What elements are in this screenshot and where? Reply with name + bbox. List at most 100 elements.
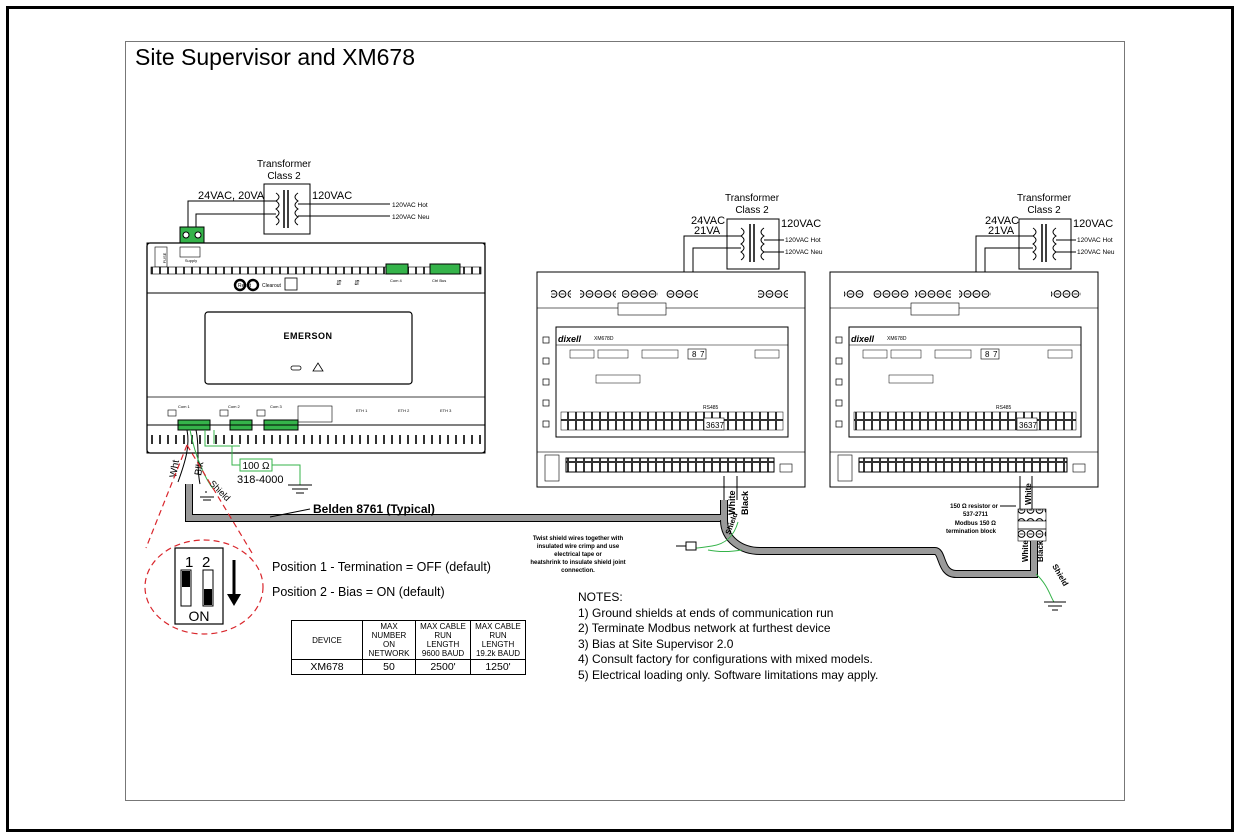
right-shield-label: Shield xyxy=(1050,563,1070,588)
transformer-mid-secondary1: 24VAC xyxy=(691,215,725,227)
controller-right-t37: 37 xyxy=(1028,421,1037,430)
note-item: 1) Ground shields at ends of communicati… xyxy=(578,605,834,620)
transformer-right: Transformer Class 2 24VAC 21VA 120VAC 12… xyxy=(975,193,1115,288)
controller-right-model: XM678D xyxy=(887,336,907,342)
page-frame xyxy=(6,6,1234,832)
transformer-right-secondary2: 21VA xyxy=(988,225,1015,237)
transformer-mid-title1: Transformer xyxy=(725,193,780,204)
position-2-text: Position 2 - Bias = ON (default) xyxy=(272,585,445,599)
transformer-mid-hot: 120VAC Hot xyxy=(785,237,821,244)
twist-note-2: insulated wire crimp and use xyxy=(537,544,620,550)
transformer-right-primary: 120VAC xyxy=(1073,218,1113,230)
transformer-main-title1: Transformer xyxy=(257,159,312,170)
note-item: 2) Terminate Modbus network at furthest … xyxy=(578,621,831,635)
transformer-main: Transformer Class 2 24VAC, 20VA 120VAC 1… xyxy=(187,159,430,235)
notes-block: NOTES: 1) Ground shields at ends of comm… xyxy=(578,590,878,683)
controller-mid-rs485: RS485 xyxy=(703,405,719,411)
term-note-3: Modbus 150 Ω xyxy=(955,521,996,527)
supervisor-com2: Com 2 xyxy=(228,404,241,409)
svg-text:ETH 1: ETH 1 xyxy=(356,408,368,413)
dip-on-label: ON xyxy=(189,608,210,624)
right-white-top: White xyxy=(1024,483,1033,505)
supervisor-com1: Com 1 xyxy=(178,404,191,409)
notes-heading: NOTES: xyxy=(578,590,623,604)
twist-note-1: Twist shield wires together with xyxy=(533,536,624,542)
term-note-2: 537-2711 xyxy=(963,512,989,518)
term-note-1: 150 Ω resistor or xyxy=(950,504,998,510)
spec-table: DEVICE MAX NUMBER ON NETWORK MAX CABLE R… xyxy=(291,620,526,675)
controller-right-t8: 8 xyxy=(985,350,990,359)
table-row: XM678 50 2500' 1250' xyxy=(291,659,526,675)
transformer-mid-neu: 120VAC Neu xyxy=(785,249,823,256)
page-title: Site Supervisor and XM678 xyxy=(135,44,415,70)
svg-text:Com 4: Com 4 xyxy=(390,278,403,283)
controller-right-rs485: RS485 xyxy=(996,405,1012,411)
transformer-main-secondary: 24VAC, 20VA xyxy=(198,190,265,202)
dip-switch-callout: 1 2 ON xyxy=(144,444,264,635)
mid-white-label: White xyxy=(727,491,737,516)
resistor-label: 100 Ω xyxy=(243,461,270,472)
termination-block: White White Black 150 Ω resistor or 537-… xyxy=(946,476,1047,562)
controller-right-brand: dixell xyxy=(851,334,875,344)
position-1-text: Position 1 - Termination = OFF (default) xyxy=(272,560,491,574)
supervisor-brand: EMERSON xyxy=(283,331,332,341)
controller-mid-t36: 36 xyxy=(706,421,715,430)
svg-text:⇵: ⇵ xyxy=(354,280,360,287)
supervisor-com3: Com 3 xyxy=(270,404,283,409)
spec-cell: 50 xyxy=(362,659,416,675)
transformer-right-neu: 120VAC Neu xyxy=(1077,249,1115,256)
controller-right-t7: 7 xyxy=(993,350,998,359)
transformer-main-neu: 120VAC Neu xyxy=(392,214,430,221)
cable-label: Belden 8761 (Typical) xyxy=(313,502,435,516)
mid-black-label: Black xyxy=(740,490,750,515)
twist-note-4: heatshrink to insulate shield joint xyxy=(530,560,625,566)
transformer-mid-secondary2: 21VA xyxy=(694,225,721,237)
spec-header-device: DEVICE xyxy=(291,620,363,660)
transformer-right-secondary1: 24VAC xyxy=(985,215,1019,227)
controller-mid-model: XM678D xyxy=(594,336,614,342)
controller-right-t36: 36 xyxy=(1019,421,1028,430)
transformer-right-title2: Class 2 xyxy=(1027,205,1061,216)
svg-text:FUSE: FUSE xyxy=(162,252,167,263)
spec-header-19k: MAX CABLE RUN LENGTH 19.2k BAUD xyxy=(470,620,526,660)
transformer-main-hot: 120VAC Hot xyxy=(392,202,428,209)
shield-twist: Shield Twist shield wires together with … xyxy=(530,511,743,574)
svg-text:Ctrl Bus: Ctrl Bus xyxy=(432,278,446,283)
belden-cable: Belden 8761 (Typical) xyxy=(185,484,728,522)
site-supervisor: FUSE Supply Com 4 Ctrl Bus Reset Clearou… xyxy=(146,226,486,454)
drawing-sheet xyxy=(125,41,1125,801)
wire-white-short: Wht xyxy=(168,459,182,479)
dip-label-2: 2 xyxy=(202,554,210,571)
svg-text:⇵: ⇵ xyxy=(336,280,342,287)
supervisor-clearout: Clearout xyxy=(262,283,282,289)
controller-mid-t8: 8 xyxy=(692,350,697,359)
twist-note-5: connection. xyxy=(561,568,595,574)
term-note-4: termination block xyxy=(946,529,997,535)
controller-mid: dixell XM678D 8 7 RS485 36 37 xyxy=(536,271,806,488)
note-item: 4) Consult factory for configurations wi… xyxy=(578,652,873,666)
transformer-main-title2: Class 2 xyxy=(267,171,301,182)
transformer-mid: Transformer Class 2 24VAC 21VA 120VAC 12… xyxy=(683,193,823,288)
transformer-mid-primary: 120VAC xyxy=(781,218,821,230)
supervisor-supply: Supply xyxy=(185,258,197,263)
spec-cell: 2500' xyxy=(415,659,471,675)
controller-right: dixell XM678D 8 7 RS485 36 37 xyxy=(829,271,1099,488)
transformer-main-primary: 120VAC xyxy=(312,190,352,202)
transformer-right-hot: 120VAC Hot xyxy=(1077,237,1113,244)
spec-cell: 1250' xyxy=(470,659,526,675)
controller-mid-brand: dixell xyxy=(558,334,582,344)
spec-header-max-number: MAX NUMBER ON NETWORK xyxy=(362,620,416,660)
spec-cell: XM678 xyxy=(291,659,363,675)
right-white-bottom: White xyxy=(1021,540,1030,562)
dip-label-1: 1 xyxy=(185,554,193,571)
note-item: 5) Electrical loading only. Software lim… xyxy=(578,667,879,682)
svg-text:ETH 3: ETH 3 xyxy=(440,408,452,413)
spec-header-9600: MAX CABLE RUN LENGTH 9600 BAUD xyxy=(415,620,471,660)
controller-mid-t37: 37 xyxy=(715,421,724,430)
resistor-part: 318-4000 xyxy=(237,474,284,486)
transformer-right-title1: Transformer xyxy=(1017,193,1072,204)
twist-note-3: electrical tape or xyxy=(554,552,602,558)
note-item: 3) Bias at Site Supervisor 2.0 xyxy=(578,636,734,651)
svg-text:ETH 2: ETH 2 xyxy=(398,408,410,413)
